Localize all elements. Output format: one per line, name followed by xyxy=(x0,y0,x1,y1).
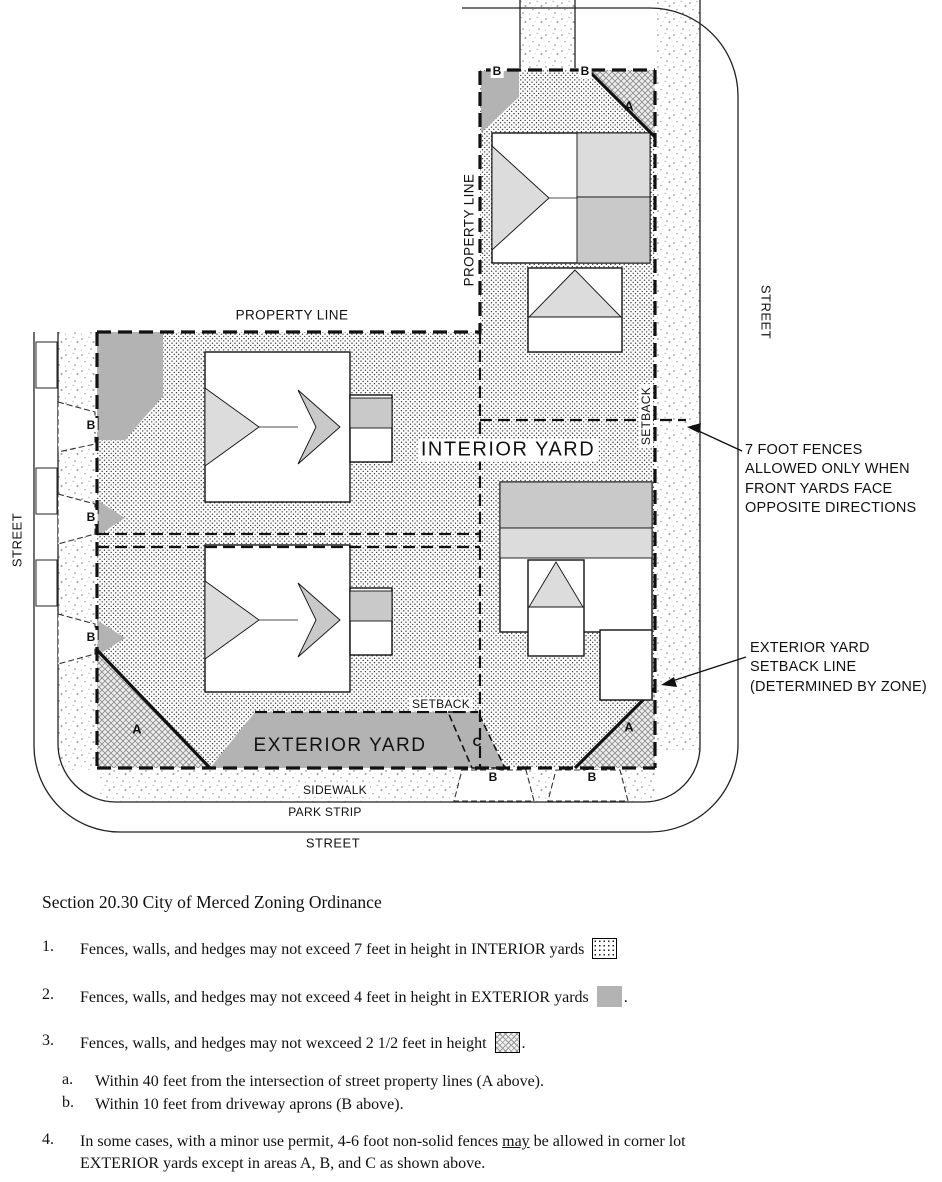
driveway-aprons xyxy=(57,401,629,802)
item3-number: 3. xyxy=(42,1032,54,1049)
crosshatch-swatch xyxy=(494,1032,520,1053)
house-left-upper xyxy=(204,351,393,503)
item4-number: 4. xyxy=(42,1131,54,1148)
street-label-bottom: STREET xyxy=(305,835,361,851)
item1-number: 1. xyxy=(42,938,54,955)
fence-annotation-line: 7 FOOT FENCES xyxy=(745,442,863,458)
area-b-label: B xyxy=(84,510,98,524)
setback-annotation-line: (DETERMINED BY ZONE) xyxy=(750,678,927,695)
setback-label-right: SETBACK xyxy=(639,383,653,449)
house-left-lower xyxy=(204,544,393,693)
area-b-label: B xyxy=(84,630,98,644)
property-line-label-top: PROPERTY LINE xyxy=(235,307,349,323)
fence-annotation-line: FRONT YARDS FACE xyxy=(745,480,893,497)
fence-annotation-line: ALLOWED ONLY WHEN xyxy=(745,461,910,478)
site-plan-diagram xyxy=(33,0,747,833)
area-a-label: A xyxy=(132,721,142,737)
sub-b-number: b. xyxy=(62,1094,74,1111)
item3-text: Fences, walls, and hedges may not wexcee… xyxy=(80,1032,780,1055)
item4-text: In some cases, with a minor use permit, … xyxy=(80,1131,720,1174)
area-a-label: A xyxy=(624,98,634,114)
area-b-label: B xyxy=(84,418,98,432)
street-label-left: STREET xyxy=(9,512,25,568)
area-b-label: B xyxy=(490,64,504,78)
area-b-label: B xyxy=(486,770,500,784)
sidewalk-label: SIDEWALK xyxy=(300,783,370,797)
exterior-yard-swatch xyxy=(596,986,622,1007)
park-strip-marks xyxy=(35,341,58,607)
item4-after: be allowed in corner lot EXTERIOR yards … xyxy=(80,1133,686,1172)
house-top xyxy=(491,132,651,264)
park-strip-label: PARK STRIP xyxy=(288,805,362,819)
area-b-label: B xyxy=(585,770,599,784)
item2-suffix: . xyxy=(623,989,628,1006)
interior-yard-label: INTERIOR YARD xyxy=(417,438,599,462)
setback-line-annotation: EXTERIOR YARD SETBACK LINE (DETERMINED B… xyxy=(750,639,927,697)
item4-before: In some cases, with a minor use permit, … xyxy=(80,1133,503,1150)
sub-a-number: a. xyxy=(62,1071,74,1088)
house-top-small xyxy=(527,267,623,353)
item2-body: Fences, walls, and hedges may not exceed… xyxy=(80,989,589,1006)
area-a-label: A xyxy=(624,719,634,735)
interior-yard-swatch xyxy=(592,938,618,959)
item3-suffix: . xyxy=(521,1035,526,1052)
leader-lines xyxy=(661,423,747,687)
item2-number: 2. xyxy=(42,986,54,1003)
setback-annotation-line: SETBACK LINE xyxy=(750,659,857,676)
exterior-yard-zones xyxy=(97,71,519,768)
item4-underlined: may xyxy=(502,1133,530,1150)
street-label-right: STREET xyxy=(758,284,774,340)
fence-annotation: 7 FOOT FENCES ALLOWED ONLY WHEN FRONT YA… xyxy=(745,441,916,519)
item2-text: Fences, walls, and hedges may not exceed… xyxy=(80,986,780,1009)
exterior-yard-label: EXTERIOR YARD xyxy=(253,735,427,756)
setback-annotation-line: EXTERIOR YARD xyxy=(750,640,870,656)
item3-body: Fences, walls, and hedges may not wexcee… xyxy=(80,1035,487,1052)
item1-text: Fences, walls, and hedges may not exceed… xyxy=(80,938,780,961)
property-line-label-left: PROPERTY LINE xyxy=(461,173,477,287)
fence-annotation-line: OPPOSITE DIRECTIONS xyxy=(745,500,917,517)
setback-label-bottom: SETBACK xyxy=(408,697,474,711)
area-b-label: B xyxy=(578,64,592,78)
section-title: Section 20.30 City of Merced Zoning Ordi… xyxy=(42,892,382,912)
sub-a-text: Within 40 feet from the intersection of … xyxy=(95,1073,544,1090)
property-lines xyxy=(95,68,657,770)
street-curbs xyxy=(33,0,739,833)
sub-b-text: Within 10 feet from driveway aprons (B a… xyxy=(95,1096,404,1113)
item1-body: Fences, walls, and hedges may not exceed… xyxy=(80,941,585,958)
area-c-label: C xyxy=(472,735,482,749)
house-right xyxy=(499,481,653,701)
corner-cut-lines xyxy=(95,68,657,770)
